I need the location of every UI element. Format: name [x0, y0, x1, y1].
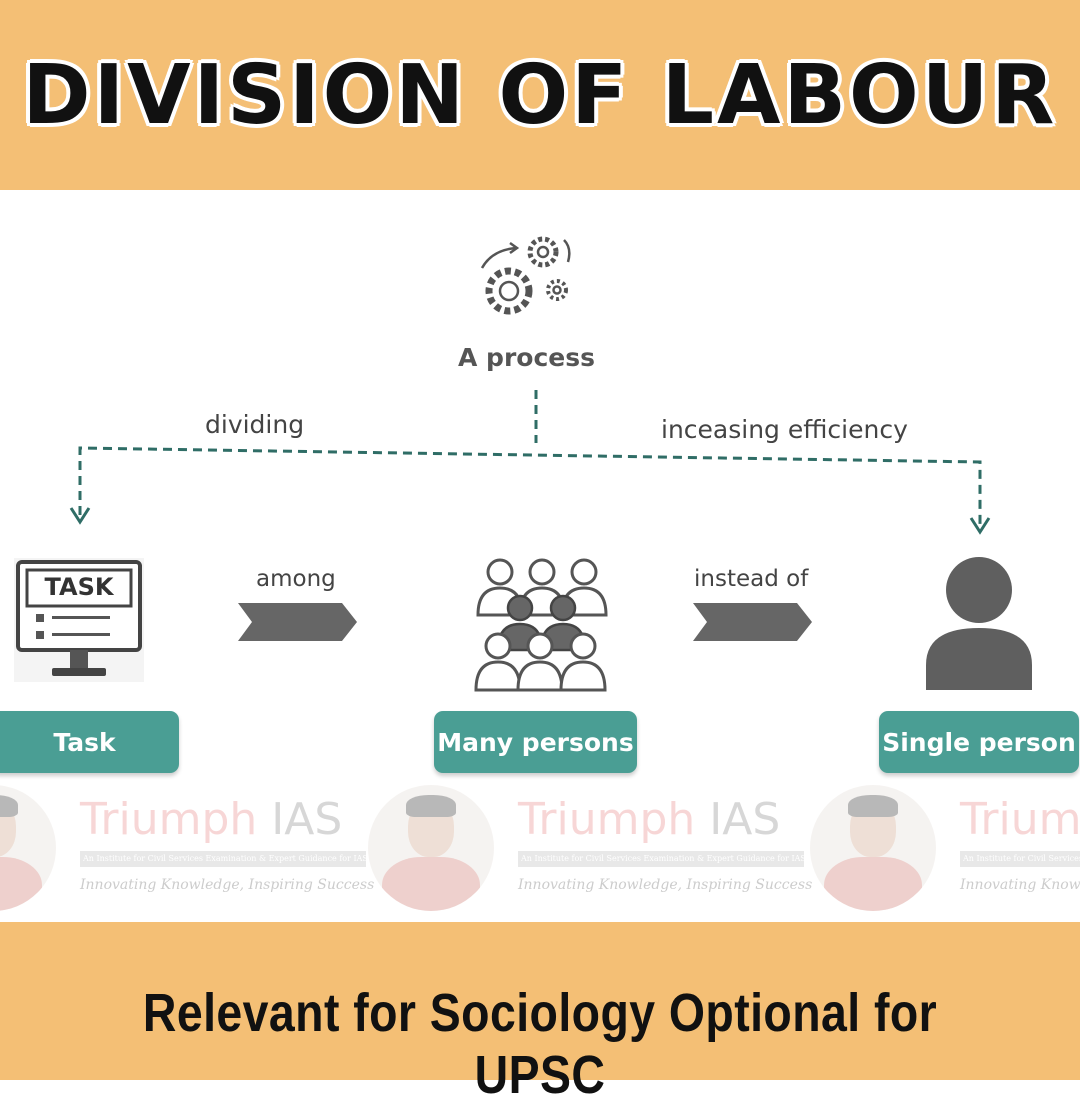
chevron-arrow-left — [238, 603, 357, 641]
node-pill-task: Task — [0, 711, 179, 773]
brand-tagline: Innovating Knowledge, Inspiring Success — [80, 877, 375, 893]
arrow-label-among: among — [256, 566, 336, 592]
task-monitor-icon: TASK — [14, 558, 144, 682]
brand-name: Triumph IAS — [80, 794, 343, 845]
edge-label-dividing: dividing — [205, 410, 305, 439]
brand-tile: Triumph IAS An Institute for Civil Servi… — [368, 780, 812, 922]
brand-subtitle: An Institute for Civil Services Examinat… — [960, 851, 1080, 867]
brand-tagline: Innovating Knowledge, Inspiring Success — [518, 877, 813, 893]
brand-name: Triumph IAS — [518, 794, 781, 845]
node-pill-many-persons: Many persons — [434, 711, 637, 773]
presenter-photo — [810, 785, 936, 911]
task-screen-text: TASK — [45, 573, 115, 601]
branding-watermark: Triumph IAS An Institute for Civil Servi… — [0, 780, 1080, 922]
presenter-photo — [368, 785, 494, 911]
group-people-icon — [474, 558, 608, 692]
page-title: DIVISION OF LABOUR — [22, 47, 1058, 144]
brand-tile: Triumph IAS An Institute for Civil Servi… — [0, 780, 374, 922]
brand-tile: Triumph IAS An Institute for Civil Servi… — [810, 780, 1080, 922]
chevron-arrow-right — [693, 603, 812, 641]
edge-label-efficiency: inceasing efficiency — [661, 415, 908, 444]
footer-text: Relevant for Sociology Optional for UPSC — [142, 983, 938, 1105]
brand-subtitle: An Institute for Civil Services Examinat… — [518, 851, 804, 867]
brand-name: Triumph IAS — [960, 794, 1080, 845]
arrow-label-instead-of: instead of — [694, 566, 809, 592]
footer-band — [0, 922, 1080, 1080]
person-icon — [926, 557, 1032, 690]
diagram: TASK A proces — [0, 190, 1080, 810]
dashed-connector — [78, 390, 982, 525]
gears-icon — [480, 236, 571, 315]
brand-tagline: Innovating Knowledge, Inspiring Success — [960, 877, 1080, 893]
header-band — [0, 0, 1080, 190]
brand-subtitle: An Institute for Civil Services Examinat… — [80, 851, 366, 867]
node-pill-single-person: Single person — [879, 711, 1079, 773]
process-label: A process — [458, 343, 595, 372]
arrowheads — [69, 507, 991, 535]
